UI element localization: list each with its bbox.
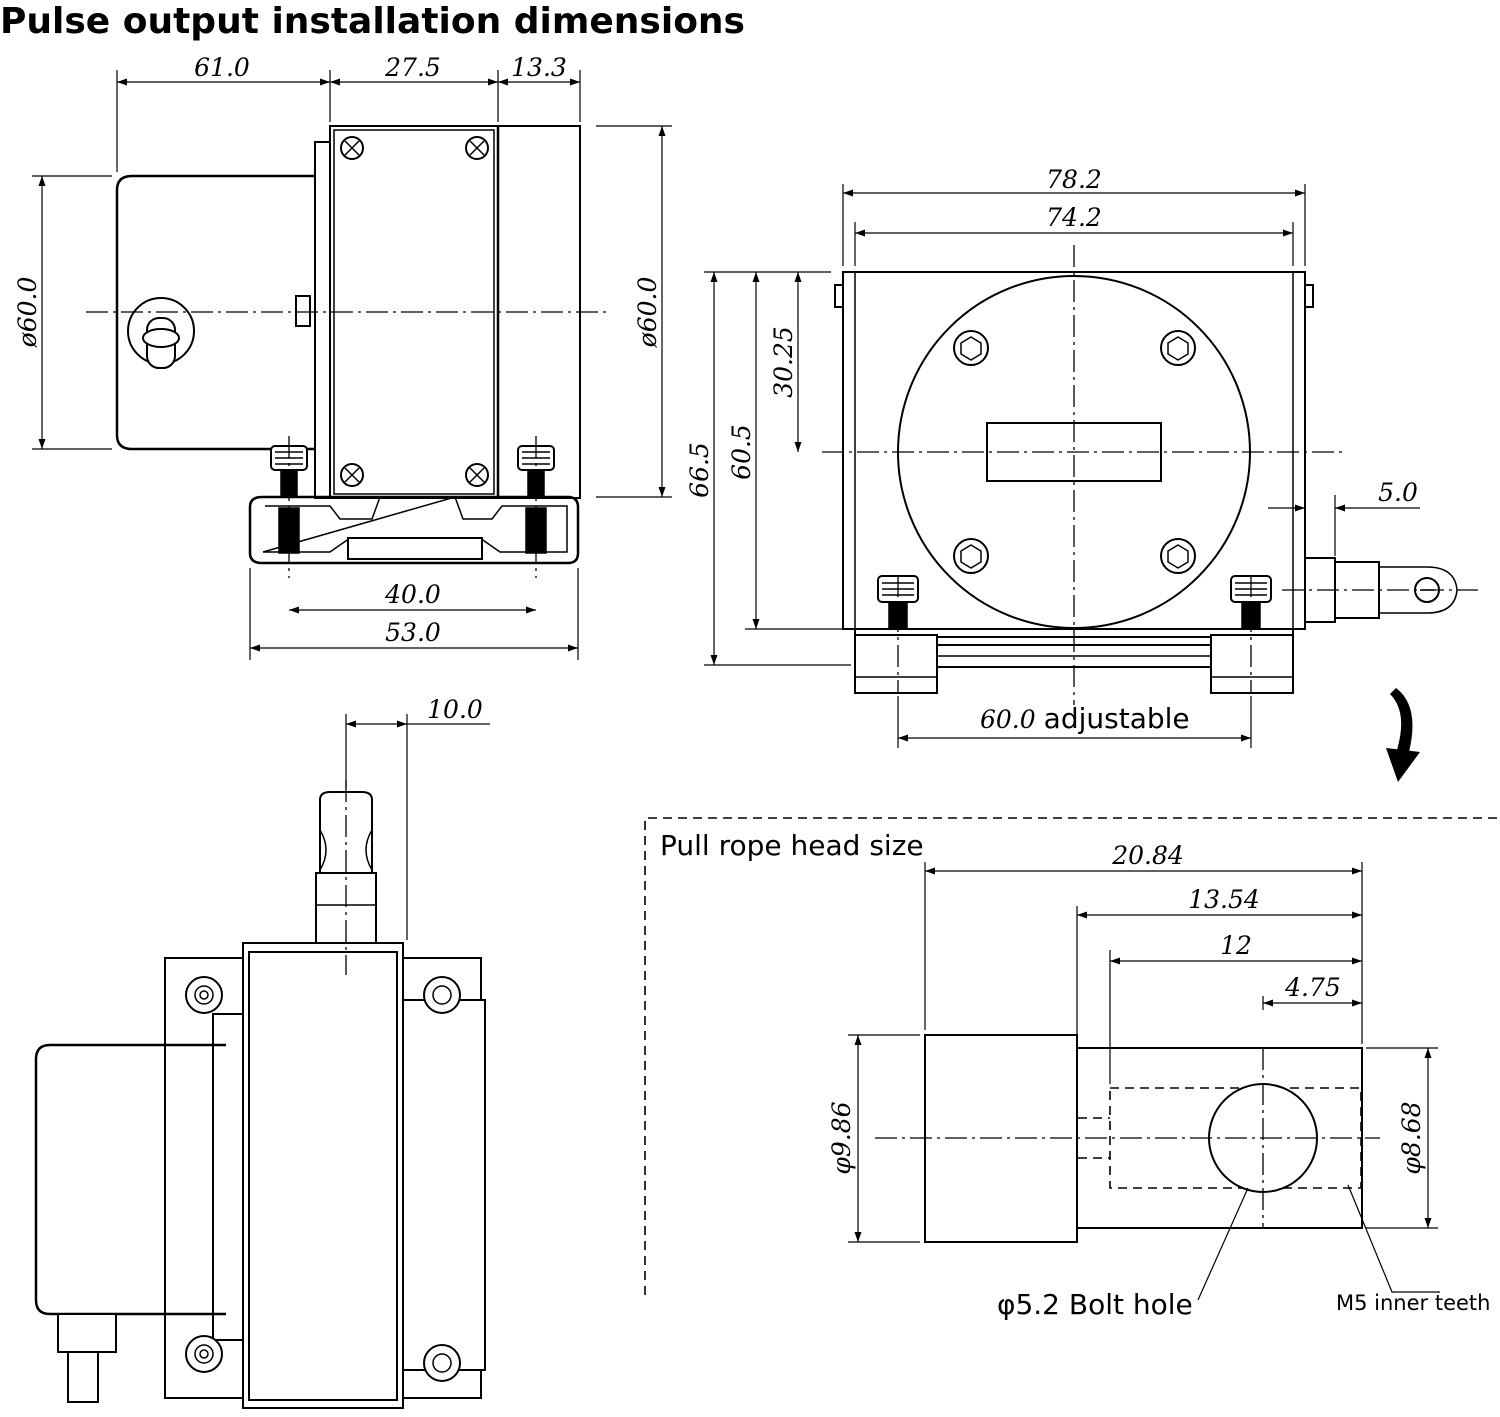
dim-20-84: 20.84 <box>1111 841 1184 870</box>
side-view: 61.0 27.5 13.3 ø60.0 ø60.0 40.0 53.0 <box>13 53 672 660</box>
dim-4-75: 4.75 <box>1284 973 1341 1002</box>
curved-arrow-icon <box>1386 688 1420 782</box>
dim-dia-9-86: φ9.86 <box>827 1101 856 1174</box>
dim-74-2: 74.2 <box>1046 203 1102 232</box>
dim-dia-8-68: φ8.68 <box>1397 1101 1426 1174</box>
dim-60-word: adjustable <box>1044 702 1190 735</box>
bolt-icon <box>270 445 555 554</box>
section-title: Pull rope head size <box>660 829 924 862</box>
dim-61: 61.0 <box>194 53 250 82</box>
dim-13-3: 13.3 <box>511 53 567 82</box>
dim-dia-60-right: ø60.0 <box>633 277 662 349</box>
mounting-hole-icon <box>185 976 461 1382</box>
dim-13-54: 13.54 <box>1188 885 1260 914</box>
dim-12: 12 <box>1220 931 1252 960</box>
page-title: Pulse output installation dimensions <box>0 1 745 42</box>
dim-10: 10.0 <box>427 695 483 724</box>
dim-53: 53.0 <box>385 618 441 647</box>
front-view: 78.2 74.2 66.5 60.5 30.25 5.0 60.0 adjust… <box>685 165 1478 782</box>
thread-label: M5 inner teeth <box>1336 1291 1490 1315</box>
dim-60-adjustable: 60.0 adjustable <box>980 702 1190 735</box>
bolt-hole-label: φ5.2 Bolt hole <box>997 1288 1193 1321</box>
dim-60-value: 60.0 <box>980 705 1036 734</box>
dim-40: 40.0 <box>384 580 441 609</box>
dim-30-25: 30.25 <box>769 326 798 398</box>
rope-head-detail: Pull rope head size 20.84 13.54 12 <box>644 817 1500 1321</box>
dim-60-5: 60.5 <box>727 424 756 480</box>
screw-icon <box>340 136 489 487</box>
dim-66-5: 66.5 <box>685 442 714 498</box>
hex-bolt-icon <box>953 330 1196 574</box>
cable-gland-icon <box>127 297 195 369</box>
dim-78-2: 78.2 <box>1046 165 1102 194</box>
dim-5: 5.0 <box>1378 478 1418 507</box>
dim-dia-60-left: ø60.0 <box>13 277 42 349</box>
top-view: 10.0 <box>34 695 490 1409</box>
dim-27-5: 27.5 <box>384 53 441 82</box>
